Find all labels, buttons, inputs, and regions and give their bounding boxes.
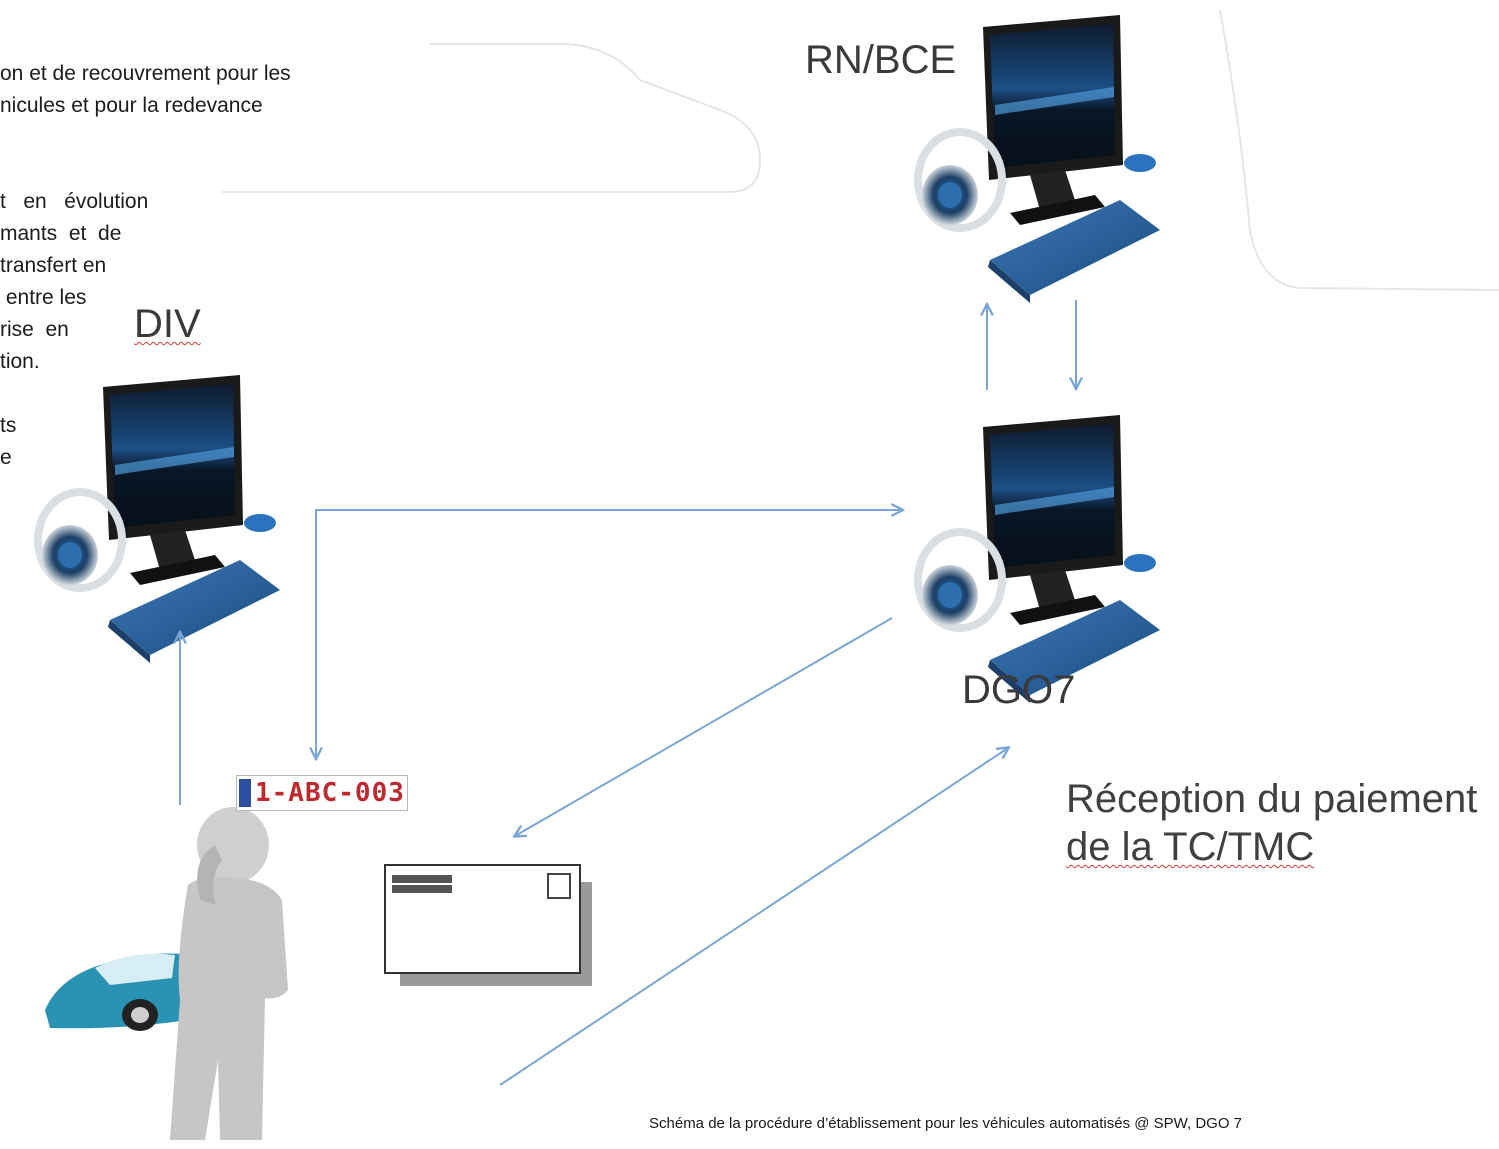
text-line: nicules et pour la redevance bbox=[0, 94, 263, 117]
license-plate: 1-ABC-003 bbox=[236, 775, 408, 811]
div-label: DIV bbox=[134, 302, 201, 346]
vehicle-owner-icon bbox=[45, 807, 288, 1140]
arrow-dgo7-to-letter bbox=[515, 617, 893, 836]
eu-flag-icon bbox=[239, 779, 251, 807]
text-line: ts bbox=[0, 414, 17, 437]
arrow-payment-to-dgo7 bbox=[499, 748, 1008, 1086]
dgo7-computer-icon bbox=[918, 415, 1160, 703]
text-line: on et de recouvrement pour les bbox=[0, 62, 291, 85]
payment-label-line: Réception du paiement bbox=[1066, 777, 1478, 821]
envelope-icon bbox=[384, 864, 592, 986]
div-computer-icon bbox=[38, 375, 280, 663]
payment-label-line: de la TC/TMC bbox=[1066, 825, 1315, 869]
text-line: e bbox=[0, 446, 12, 469]
arrow-div-dgo7-plate bbox=[316, 510, 902, 758]
dgo7-label: DGO7 bbox=[962, 668, 1076, 712]
text-line: t en évolution bbox=[0, 190, 149, 213]
text-line: rise en bbox=[0, 318, 69, 341]
text-line: transfert en bbox=[0, 254, 107, 277]
background-shape bbox=[1219, 9, 1499, 291]
figure-caption: Schéma de la procédure d’établissement p… bbox=[649, 1115, 1243, 1132]
text-line: entre les bbox=[0, 286, 87, 309]
rn-bce-label: RN/BCE bbox=[805, 38, 957, 82]
background-shape bbox=[222, 43, 762, 193]
payment-label: Réception du paiement de la TC/TMC bbox=[1066, 775, 1477, 871]
plate-number: 1-ABC-003 bbox=[255, 778, 405, 808]
text-line: mants et de bbox=[0, 222, 122, 245]
text-line: tion. bbox=[0, 350, 40, 373]
